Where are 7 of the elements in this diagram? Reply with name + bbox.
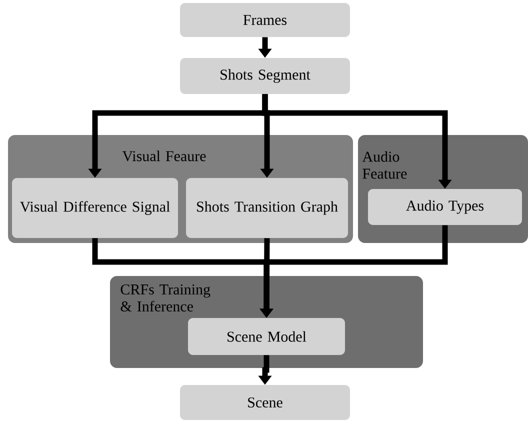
process-box: Shots Segment [180,58,350,94]
process-box: Shots Transition Graph [186,178,348,238]
process-box: Scene Model [188,318,345,355]
process-box: Visual Difference Signal [12,178,178,238]
process-box: Scene [180,384,350,420]
process-box: Audio Types [368,189,522,225]
process-box: Frames [180,3,350,37]
